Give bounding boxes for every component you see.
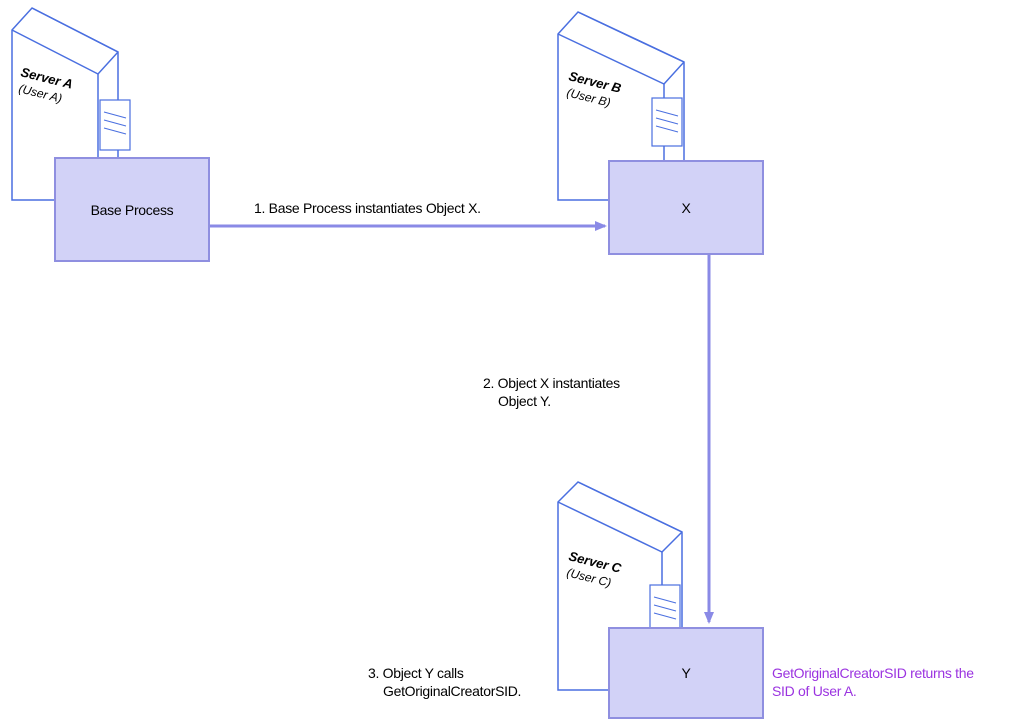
step-2-line-2: Object Y. — [498, 393, 551, 409]
base-process-box: Base Process — [54, 157, 210, 262]
step-1-label: 1. Base Process instantiates Object X. — [254, 199, 481, 217]
step-3-line-1: 3. Object Y calls — [368, 665, 464, 681]
base-process-label: Base Process — [90, 201, 174, 218]
result-note: GetOriginalCreatorSID returns the SID of… — [772, 664, 974, 700]
step-2-label: 2. Object X instantiates Object Y. — [483, 374, 620, 410]
server-a-icon: Server A (User A) — [11, 7, 131, 201]
result-note-line-2: SID of User A. — [772, 683, 857, 699]
step-2-line-1: 2. Object X instantiates — [483, 375, 620, 391]
object-y-box: Y — [608, 627, 764, 719]
step-3-line-2: GetOriginalCreatorSID. — [383, 683, 522, 699]
step-3-label: 3. Object Y calls GetOriginalCreatorSID. — [368, 664, 521, 700]
object-y-label: Y — [681, 665, 691, 681]
step-1-text: 1. Base Process instantiates Object X. — [254, 200, 481, 216]
object-x-box: X — [608, 160, 764, 255]
object-x-label: X — [681, 199, 691, 216]
result-note-line-1: GetOriginalCreatorSID returns the — [772, 665, 974, 681]
